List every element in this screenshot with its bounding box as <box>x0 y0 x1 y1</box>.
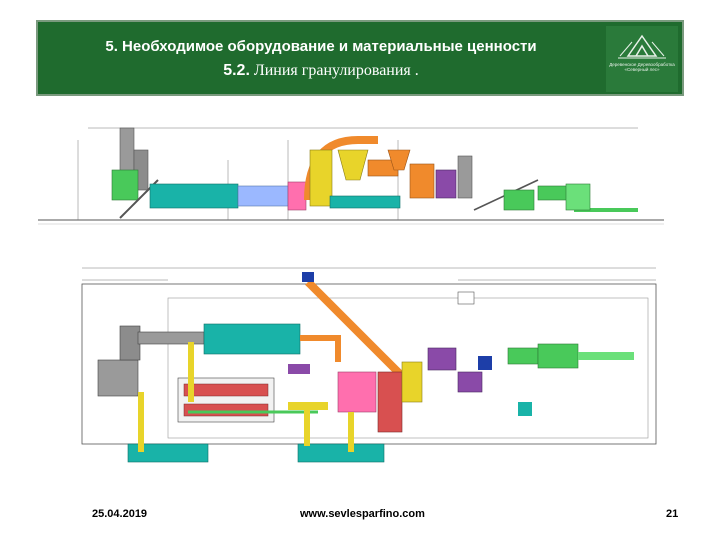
tree-logo-icon <box>618 34 666 59</box>
subtitle-text: Линия гранулирования . <box>253 62 419 79</box>
subtitle-number: 5.2. <box>223 62 250 79</box>
footer-date: 25.04.2019 <box>92 508 148 520</box>
slide-title: 5. Необходимое оборудование и материальн… <box>38 38 604 55</box>
logo-text: Деревенское Деревообработка «Северный ле… <box>609 62 675 72</box>
title-number: 5. <box>105 38 118 55</box>
footer-website[interactable]: www.sevlesparfino.com <box>300 508 425 520</box>
company-logo: Деревенское Деревообработка «Северный ле… <box>606 26 678 92</box>
title-text: Необходимое оборудование и материальные … <box>122 38 537 55</box>
slide-subtitle: 5.2. Линия гранулирования . <box>38 62 604 80</box>
slide-header: 5. Необходимое оборудование и материальн… <box>36 20 684 96</box>
page-number: 21 <box>666 508 679 520</box>
production-line-elevation-drawing <box>38 120 664 242</box>
production-line-plan-drawing <box>38 252 664 482</box>
